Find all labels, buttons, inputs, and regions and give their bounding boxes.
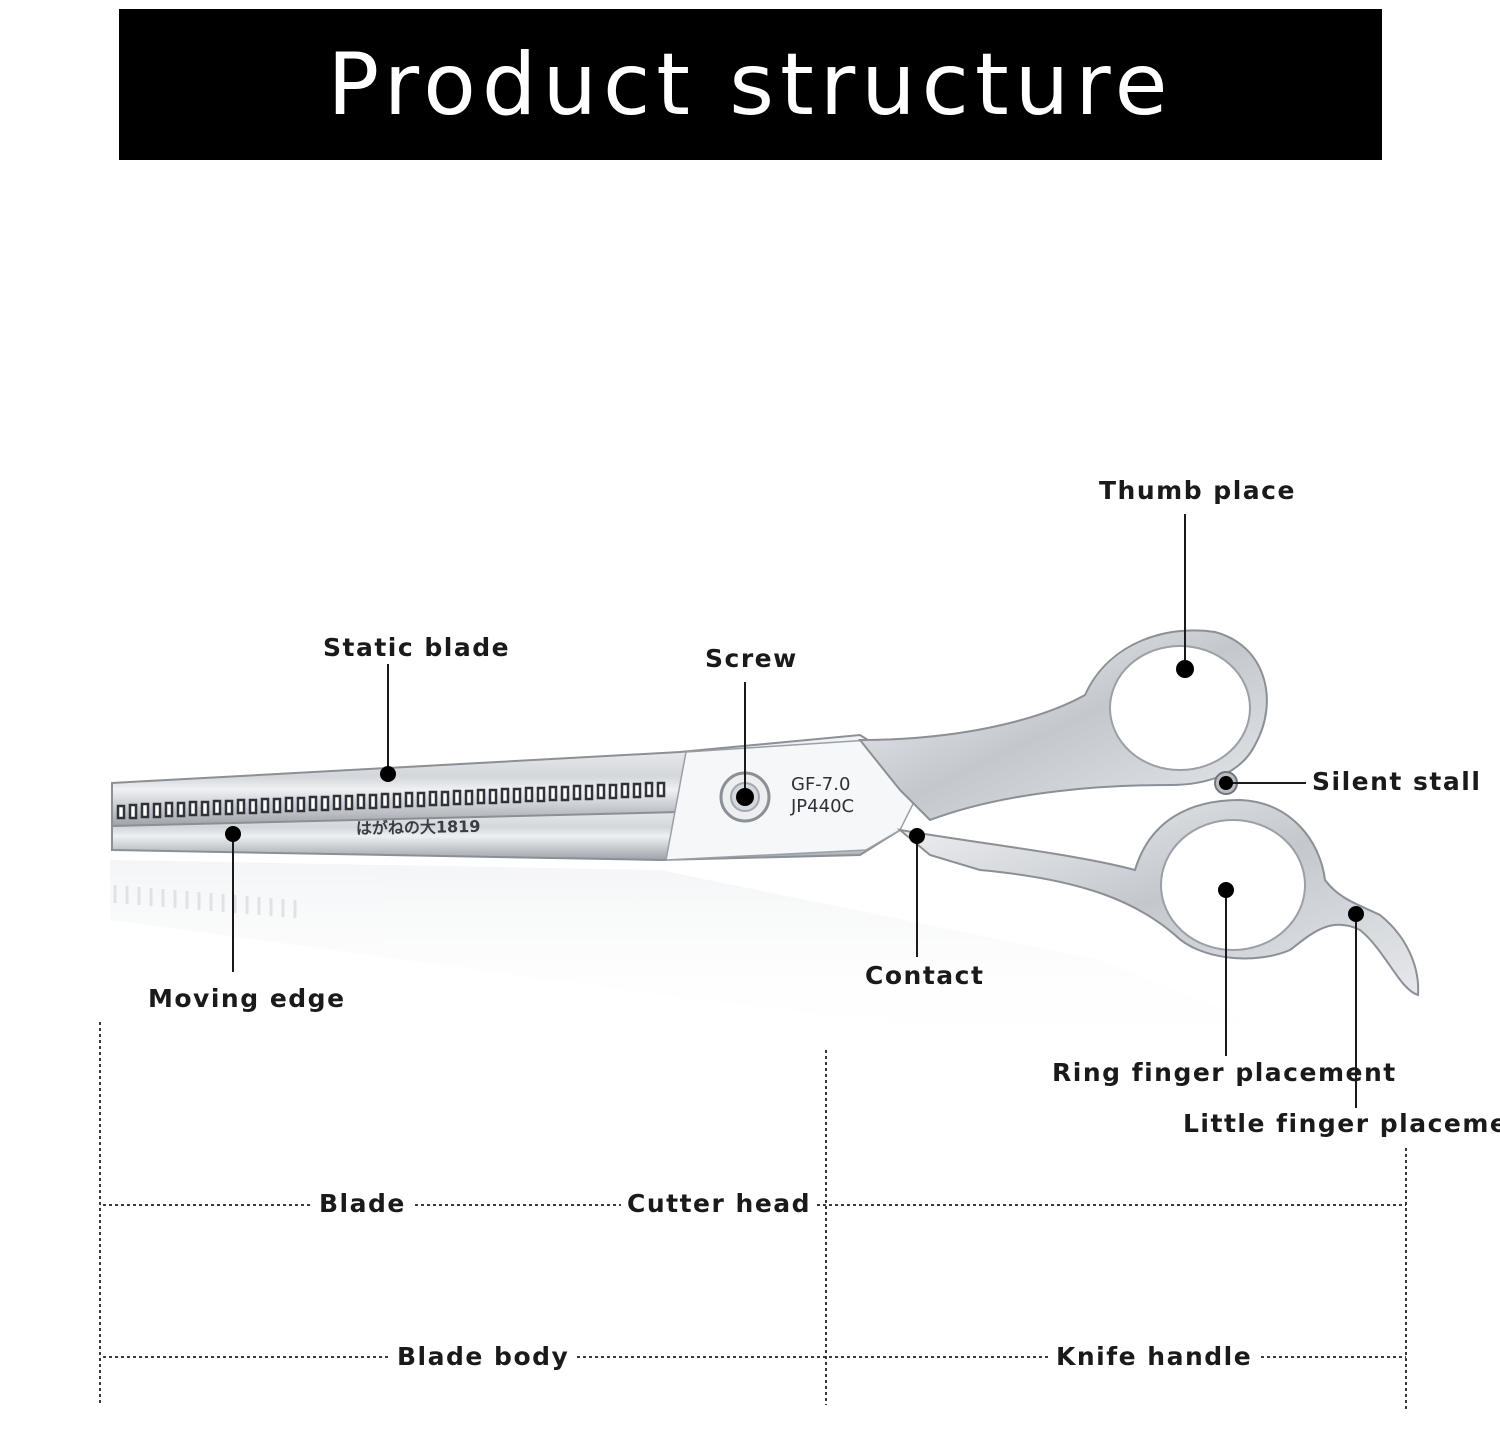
section-blade: Blade xyxy=(313,1191,412,1216)
brand-mark: はがねの大1819 xyxy=(356,817,481,838)
model-mark: GF-7.0 xyxy=(791,774,850,795)
label-silent-stall: Silent stall xyxy=(1312,769,1481,794)
label-thumb-place: Thumb place xyxy=(1099,478,1296,503)
label-static-blade: Static blade xyxy=(323,635,510,660)
label-ring-finger: Ring finger placement xyxy=(1052,1060,1397,1085)
label-contact: Contact xyxy=(865,963,984,988)
section-cutter-head: Cutter head xyxy=(621,1191,817,1216)
label-little-finger: Little finger placement xyxy=(1183,1111,1500,1136)
label-moving-edge: Moving edge xyxy=(148,986,346,1011)
ring-finger-hole xyxy=(1161,820,1305,950)
section-knife-handle: Knife handle xyxy=(1050,1344,1258,1369)
label-screw: Screw xyxy=(705,646,798,671)
steel-mark: JP440C xyxy=(790,796,854,817)
section-blade-body: Blade body xyxy=(391,1344,575,1369)
